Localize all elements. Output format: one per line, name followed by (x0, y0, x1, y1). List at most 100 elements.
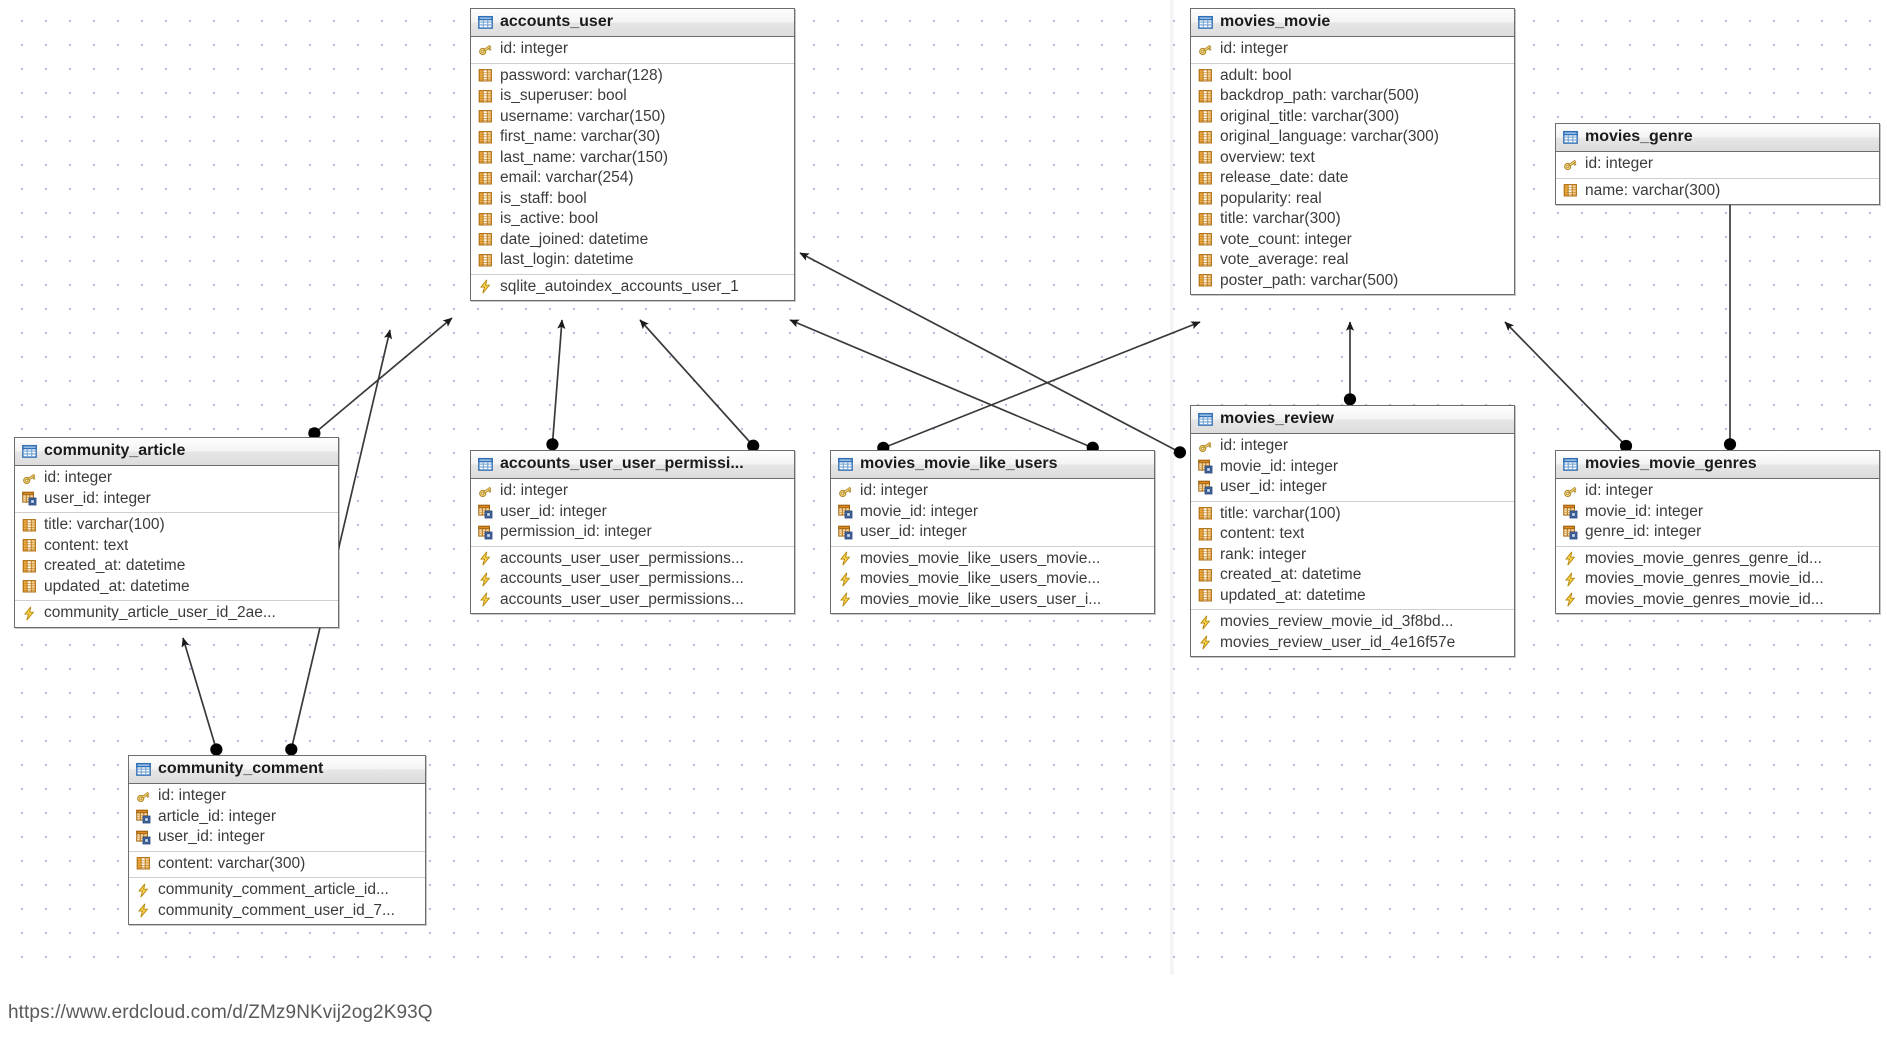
column-row[interactable]: username: varchar(150) (471, 107, 794, 128)
relationship-community_article-to-accounts_user[interactable] (308, 317, 453, 440)
key-row[interactable]: user_id: integer (471, 502, 794, 523)
key-row[interactable]: user_id: integer (129, 827, 425, 848)
relationship-movies_movie_like_users-to-accounts_user[interactable] (639, 319, 760, 452)
column-row[interactable]: password: varchar(128) (471, 66, 794, 87)
table-header[interactable]: community_article (15, 438, 338, 466)
index-row[interactable]: accounts_user_user_permissions... (471, 590, 794, 611)
table-header[interactable]: community_comment (129, 756, 425, 784)
column-row[interactable]: is_staff: bool (471, 189, 794, 210)
column-row[interactable]: popularity: real (1191, 189, 1514, 210)
key-row[interactable]: user_id: integer (15, 489, 338, 510)
column-row[interactable]: overview: text (1191, 148, 1514, 169)
column-row[interactable]: created_at: datetime (1191, 565, 1514, 586)
index-row[interactable]: movies_movie_genres_movie_id... (1556, 569, 1879, 590)
key-row[interactable]: genre_id: integer (1556, 522, 1879, 543)
column-row[interactable]: updated_at: datetime (15, 577, 338, 598)
column-row[interactable]: backdrop_path: varchar(500) (1191, 86, 1514, 107)
column-row[interactable]: first_name: varchar(30) (471, 127, 794, 148)
column-row[interactable]: created_at: datetime (15, 556, 338, 577)
column-row[interactable]: last_name: varchar(150) (471, 148, 794, 169)
relationship-movies_review-to-accounts_user[interactable] (799, 252, 1187, 459)
column-row[interactable]: release_date: date (1191, 168, 1514, 189)
index-row[interactable]: accounts_user_user_permissions... (471, 549, 794, 570)
column-row[interactable]: poster_path: varchar(500) (1191, 271, 1514, 292)
column-row[interactable]: content: text (1191, 524, 1514, 545)
key-row[interactable]: id: integer (471, 481, 794, 502)
column-row[interactable]: adult: bool (1191, 66, 1514, 87)
key-row[interactable]: article_id: integer (129, 807, 425, 828)
relationship-movies_movie_like_users-to-accounts_user[interactable] (789, 319, 1099, 454)
index-row[interactable]: movies_review_user_id_4e16f57e (1191, 633, 1514, 654)
index-row[interactable]: movies_movie_genres_genre_id... (1556, 549, 1879, 570)
table-header[interactable]: movies_movie (1191, 9, 1514, 37)
key-row[interactable]: movie_id: integer (831, 502, 1154, 523)
index-row[interactable]: community_comment_user_id_7... (129, 901, 425, 922)
key-row[interactable]: id: integer (1556, 154, 1879, 175)
column-row[interactable]: last_login: datetime (471, 250, 794, 271)
key-row[interactable]: permission_id: integer (471, 522, 794, 543)
entity-table-accounts_user_user_permissions[interactable]: accounts_user_user_permissi...id: intege… (470, 450, 795, 614)
row-label: movies_movie_like_users_user_i... (860, 590, 1102, 608)
column-icon (478, 150, 493, 165)
key-row[interactable]: movie_id: integer (1191, 457, 1514, 478)
relationship-movies_movie_genres-to-movies_movie[interactable] (1504, 321, 1633, 453)
table-header[interactable]: accounts_user_user_permissi... (471, 451, 794, 479)
column-row[interactable]: vote_average: real (1191, 250, 1514, 271)
index-row[interactable]: movies_movie_like_users_movie... (831, 569, 1154, 590)
key-row[interactable]: id: integer (129, 786, 425, 807)
index-row[interactable]: community_comment_article_id... (129, 880, 425, 901)
index-row[interactable]: movies_movie_genres_movie_id... (1556, 590, 1879, 611)
column-row[interactable]: is_superuser: bool (471, 86, 794, 107)
column-row[interactable]: title: varchar(100) (1191, 504, 1514, 525)
key-row[interactable]: id: integer (1191, 436, 1514, 457)
index-row[interactable]: movies_movie_like_users_movie... (831, 549, 1154, 570)
column-row[interactable]: original_language: varchar(300) (1191, 127, 1514, 148)
table-header[interactable]: movies_movie_genres (1556, 451, 1879, 479)
table-header[interactable]: movies_genre (1556, 124, 1879, 152)
index-row[interactable]: movies_movie_like_users_user_i... (831, 590, 1154, 611)
column-row[interactable]: vote_count: integer (1191, 230, 1514, 251)
column-row[interactable]: updated_at: datetime (1191, 586, 1514, 607)
key-row[interactable]: id: integer (471, 39, 794, 60)
table-header[interactable]: movies_movie_like_users (831, 451, 1154, 479)
relationship-accounts_user_user_permissions-to-accounts_user[interactable] (546, 319, 566, 451)
column-row[interactable]: content: varchar(300) (129, 854, 425, 875)
index-row[interactable]: movies_review_movie_id_3f8bd... (1191, 612, 1514, 633)
key-row[interactable]: user_id: integer (1191, 477, 1514, 498)
column-row[interactable]: rank: integer (1191, 545, 1514, 566)
diagram-source-url[interactable]: https://www.erdcloud.com/d/ZMz9NKvij2og2… (8, 1002, 433, 1023)
column-row[interactable]: content: text (15, 536, 338, 557)
key-row[interactable]: user_id: integer (831, 522, 1154, 543)
column-row[interactable]: is_active: bool (471, 209, 794, 230)
key-row[interactable]: id: integer (15, 468, 338, 489)
key-row[interactable]: id: integer (1191, 39, 1514, 60)
key-row[interactable]: id: integer (1556, 481, 1879, 502)
row-label: content: varchar(300) (158, 854, 306, 872)
column-row[interactable]: date_joined: datetime (471, 230, 794, 251)
column-row[interactable]: name: varchar(300) (1556, 181, 1879, 202)
relationship-community_comment-to-community_article[interactable] (181, 637, 223, 756)
foreign-key-icon (478, 525, 493, 540)
column-section: password: varchar(128)is_superuser: bool… (471, 62, 794, 274)
table-header[interactable]: movies_review (1191, 406, 1514, 434)
index-row[interactable]: sqlite_autoindex_accounts_user_1 (471, 277, 794, 298)
relationship-movies_movie_like_users-to-movies_movie[interactable] (877, 321, 1201, 454)
index-row[interactable]: accounts_user_user_permissions... (471, 569, 794, 590)
column-row[interactable]: title: varchar(100) (15, 515, 338, 536)
key-row[interactable]: movie_id: integer (1556, 502, 1879, 523)
column-row[interactable]: title: varchar(300) (1191, 209, 1514, 230)
table-header[interactable]: accounts_user (471, 9, 794, 37)
column-row[interactable]: email: varchar(254) (471, 168, 794, 189)
column-row[interactable]: original_title: varchar(300) (1191, 107, 1514, 128)
index-row[interactable]: community_article_user_id_2ae... (15, 603, 338, 624)
key-row[interactable]: id: integer (831, 481, 1154, 502)
